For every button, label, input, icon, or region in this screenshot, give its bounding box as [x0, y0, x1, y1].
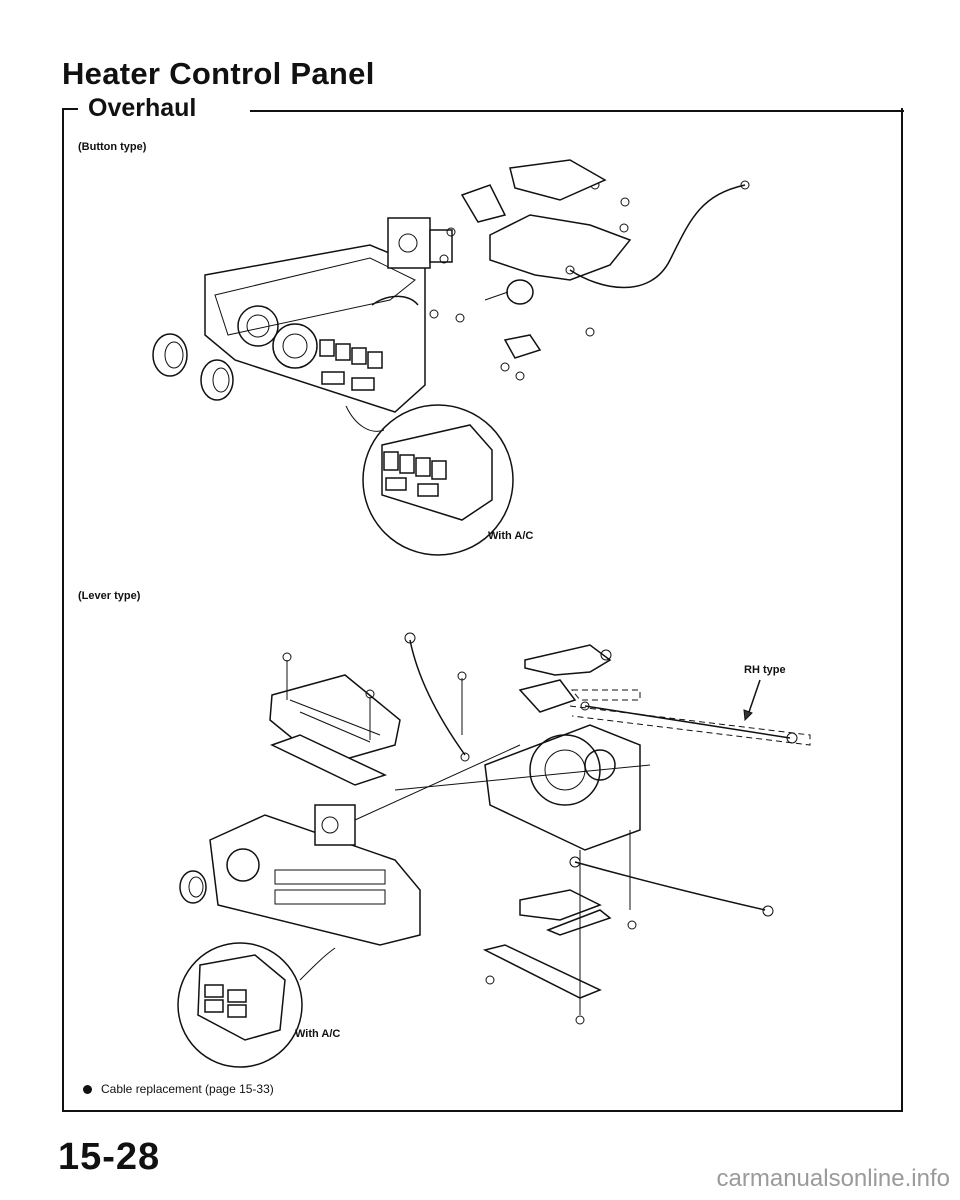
watermark: carmanualsonline.info — [716, 1165, 950, 1192]
button-type-label: (Button type) — [78, 141, 147, 153]
knob-left — [152, 333, 188, 377]
lever-ac-detail-circle — [177, 942, 303, 1068]
lever-cable-2 — [574, 861, 766, 911]
small-bracket — [503, 334, 542, 359]
blower-switch-motor — [387, 217, 431, 269]
wiring-harness — [371, 295, 419, 306]
ac-detail-circle — [362, 404, 514, 556]
button-ac-callout: With A/C — [488, 530, 534, 542]
content-frame — [62, 108, 903, 1112]
section-title: Overhaul — [88, 94, 197, 122]
lever-cable-1 — [409, 639, 466, 756]
lever-control-panel — [209, 814, 421, 946]
lever-motor — [314, 804, 356, 846]
page-number: 15-28 — [58, 1136, 161, 1178]
button-grid — [319, 339, 383, 391]
lever-type-label: (Lever type) — [78, 590, 141, 602]
section-rule-long — [250, 110, 904, 112]
cover-plate — [509, 159, 607, 201]
heater-control-assembly — [484, 724, 641, 851]
lever-lower-plate — [270, 734, 388, 786]
lever-arm-upper — [524, 644, 612, 676]
lever-bracket — [489, 214, 632, 281]
dial-right — [272, 323, 318, 369]
lever-dial — [226, 848, 260, 882]
cable-replacement-note: Cable replacement (page 15-33) — [83, 1082, 274, 1096]
control-panel-housing — [204, 244, 426, 413]
page-title: Heater Control Panel — [62, 56, 375, 91]
bullet-icon — [83, 1084, 92, 1094]
section-rule-short — [62, 108, 78, 110]
fan-control-gear — [506, 279, 534, 305]
lever-knob — [179, 870, 207, 904]
note-text: Cable replacement (page 15-33) — [101, 1082, 274, 1096]
lever-clip — [518, 679, 577, 713]
lever-type-diagram — [177, 632, 811, 1068]
rh-cable — [584, 705, 791, 739]
dial-left — [237, 305, 279, 347]
bottom-plate — [482, 944, 602, 999]
lever-ac-callout: With A/C — [295, 1028, 341, 1040]
knob-right — [200, 359, 234, 401]
link-arm — [460, 184, 507, 223]
control-cable — [569, 184, 746, 289]
button-type-diagram — [152, 159, 750, 556]
rh-type-callout: RH type — [744, 664, 786, 676]
